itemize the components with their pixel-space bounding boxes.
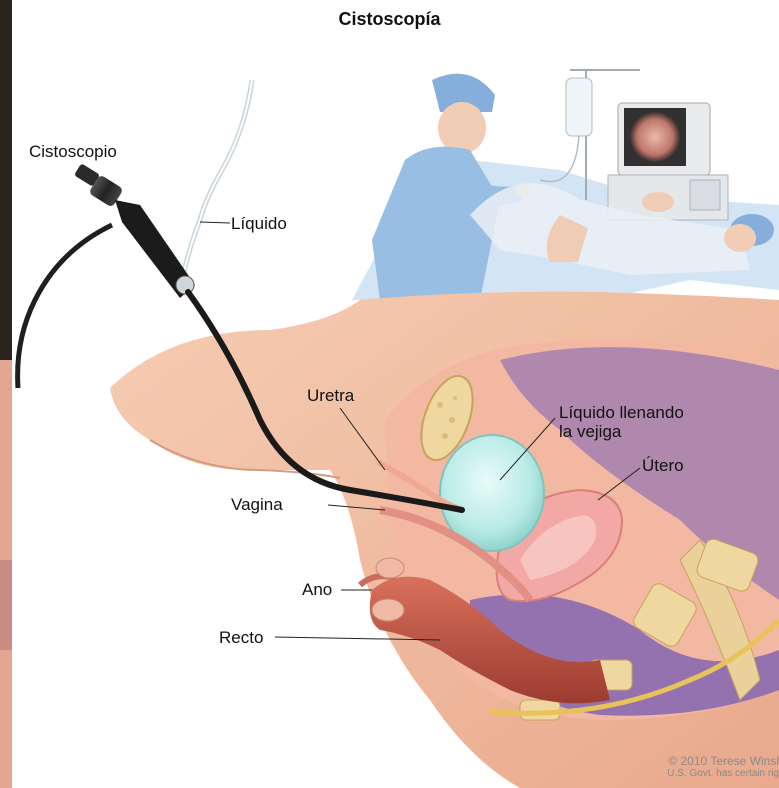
label-fluid-filling-line1: Líquido llenando <box>559 403 684 422</box>
label-rectum: Recto <box>219 628 263 647</box>
monitor-screen-image <box>630 112 680 162</box>
fluid-tube <box>180 80 252 290</box>
cystoscope-cable <box>18 225 112 388</box>
left-dark-strip <box>0 0 12 360</box>
procedure-scene <box>352 70 779 300</box>
copyright-line2: U.S. Govt. has certain rig <box>667 768 779 779</box>
label-urethra: Uretra <box>307 386 354 405</box>
label-vagina: Vagina <box>231 495 283 514</box>
copyright-line1: © 2010 Terese Winsl <box>668 754 779 768</box>
label-uterus: Útero <box>642 456 684 475</box>
label-anus: Ano <box>302 580 332 599</box>
fluid-leader <box>200 222 230 223</box>
label-fluid-filling-line2: la vejiga <box>559 422 621 441</box>
label-cystoscope: Cistoscopio <box>29 142 117 161</box>
label-fluid: Líquido <box>231 214 287 233</box>
page-title: Cistoscopía <box>0 9 779 30</box>
